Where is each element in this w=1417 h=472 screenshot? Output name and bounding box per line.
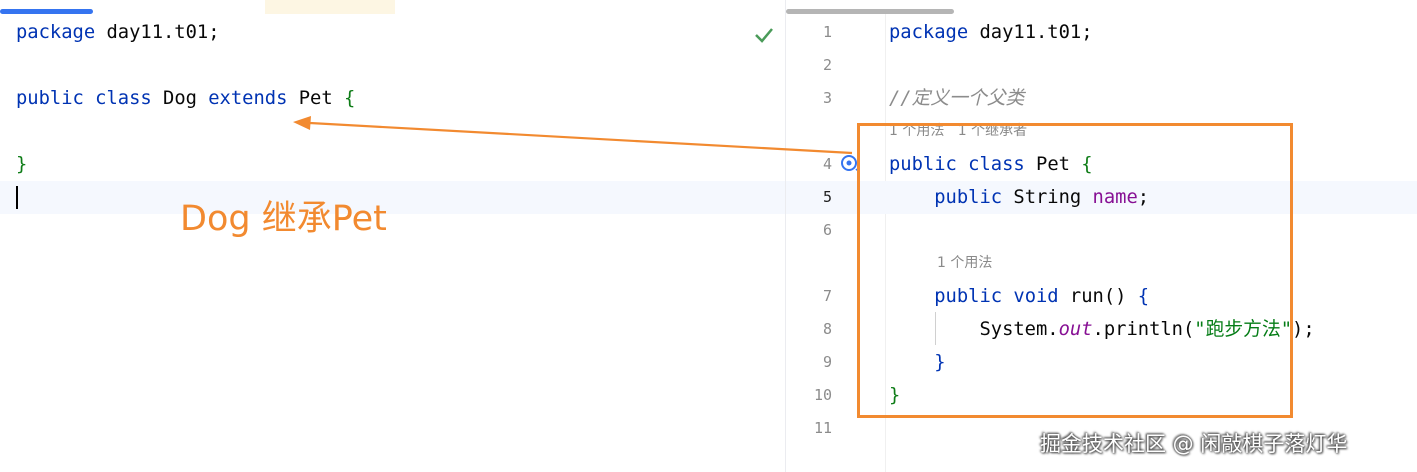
code-line[interactable]: 9 } xyxy=(786,346,1417,379)
left-editor[interactable]: package day11.t01; public class Dog exten… xyxy=(0,0,785,472)
code-text: System.out.println("跑步方法"); xyxy=(889,313,1315,346)
code-line[interactable]: 2 xyxy=(786,49,1417,82)
code-line[interactable]: 11 xyxy=(786,412,1417,445)
code-token: day11.t01; xyxy=(95,22,220,43)
line-number[interactable]: 2 xyxy=(822,56,832,74)
code-token: public xyxy=(934,187,1003,208)
code-line[interactable]: 5 public String name; xyxy=(786,181,1417,214)
code-token: public xyxy=(889,154,957,175)
code-token: ; xyxy=(1137,187,1150,208)
line-number[interactable]: 1 xyxy=(822,23,832,41)
right-editor[interactable]: 1 package day11.t01; 2 3 //定义一个父类 1 个用法 1 个继承… xyxy=(786,0,1417,472)
line-number[interactable]: 3 xyxy=(822,89,832,107)
usage-hint[interactable]: 1 个用法 1 个继承者 xyxy=(889,123,1028,139)
code-text: } xyxy=(889,346,946,379)
code-token: name xyxy=(1092,187,1138,208)
inlay-hint-row: 1 个用法 1 个继承者 xyxy=(786,115,1417,148)
code-token: Dog xyxy=(151,88,209,109)
code-token: { xyxy=(1137,286,1150,307)
line-number[interactable]: 8 xyxy=(822,320,832,338)
code-token: //定义一个父类 xyxy=(889,88,1025,109)
code-token: Pet xyxy=(1024,154,1082,175)
code-token: class xyxy=(95,88,152,109)
gutter-separator xyxy=(885,14,886,472)
code-token: { xyxy=(1081,154,1093,175)
editor-divider[interactable] xyxy=(785,0,786,472)
code-token: day11.t01; xyxy=(968,22,1093,43)
code-token: } xyxy=(16,154,28,175)
indent-guide xyxy=(935,312,936,345)
left-scrollbar-thumb[interactable] xyxy=(0,9,93,14)
right-scrollbar-thumb[interactable] xyxy=(786,9,954,14)
code-line[interactable]: 6 xyxy=(786,214,1417,247)
code-token: { xyxy=(343,88,356,109)
code-line[interactable]: 8 System.out.println("跑步方法"); xyxy=(786,313,1417,346)
code-line[interactable]: } xyxy=(0,148,785,181)
code-token: class xyxy=(968,154,1025,175)
code-token: public xyxy=(934,286,1003,307)
code-token: Pet xyxy=(287,88,344,109)
left-scroll-strip xyxy=(0,0,785,14)
code-token: .println( xyxy=(1092,319,1195,340)
code-line[interactable]: public class Dog extends Pet { xyxy=(0,82,785,115)
line-number[interactable]: 5 xyxy=(822,188,832,206)
line-number[interactable]: 6 xyxy=(822,221,832,239)
code-token: run() xyxy=(1058,286,1138,307)
code-line[interactable]: 1 package day11.t01; xyxy=(786,16,1417,49)
code-text: public String name; xyxy=(889,181,1149,214)
code-text: //定义一个父类 xyxy=(889,82,1024,115)
watermark-text: 掘金技术社区 @ 闲敲棋子落灯华 xyxy=(1040,432,1348,456)
highlight-box xyxy=(857,123,1293,418)
code-token: } xyxy=(934,352,946,373)
code-token: package xyxy=(889,22,969,43)
code-text: package day11.t01; xyxy=(889,16,1093,49)
code-token: ); xyxy=(1292,319,1315,340)
line-number[interactable]: 9 xyxy=(822,353,832,371)
code-token: System. xyxy=(889,319,1059,340)
usage-hint[interactable]: 1 个用法 xyxy=(937,255,993,271)
code-text: } xyxy=(16,148,27,181)
code-line[interactable]: 10} xyxy=(786,379,1417,412)
code-token: package xyxy=(16,22,96,43)
code-token: String xyxy=(1002,187,1093,208)
text-caret xyxy=(16,186,18,209)
code-text: public class Dog extends Pet { xyxy=(16,82,355,115)
checkmark-icon[interactable] xyxy=(753,24,775,50)
code-line[interactable]: 3 //定义一个父类 xyxy=(786,82,1417,115)
code-text: package day11.t01; xyxy=(16,16,220,49)
right-scroll-strip xyxy=(786,0,1417,14)
inlay-hint-row: 1 个用法 xyxy=(786,247,1417,280)
code-token: } xyxy=(889,385,901,406)
line-number[interactable]: 4 xyxy=(822,155,832,173)
annotation-label: Dog 继承Pet xyxy=(180,199,387,239)
left-tab-highlight xyxy=(265,0,395,14)
code-text: public class Pet { xyxy=(889,148,1093,181)
code-text: } xyxy=(889,379,900,412)
code-line[interactable]: 4 public class Pet { xyxy=(786,148,1417,181)
code-line[interactable] xyxy=(0,181,785,214)
code-token: extends xyxy=(208,88,288,109)
code-token: "跑步方法" xyxy=(1194,319,1293,340)
code-line[interactable]: 7 public void run() { xyxy=(786,280,1417,313)
line-number[interactable]: 10 xyxy=(813,386,832,404)
code-token: public xyxy=(16,88,84,109)
line-number[interactable]: 11 xyxy=(813,419,832,437)
code-token: out xyxy=(1058,319,1093,340)
code-token: void xyxy=(1013,286,1059,307)
line-number[interactable]: 7 xyxy=(822,287,832,305)
code-text: public void run() { xyxy=(889,280,1149,313)
code-line[interactable]: package day11.t01; xyxy=(0,16,785,49)
